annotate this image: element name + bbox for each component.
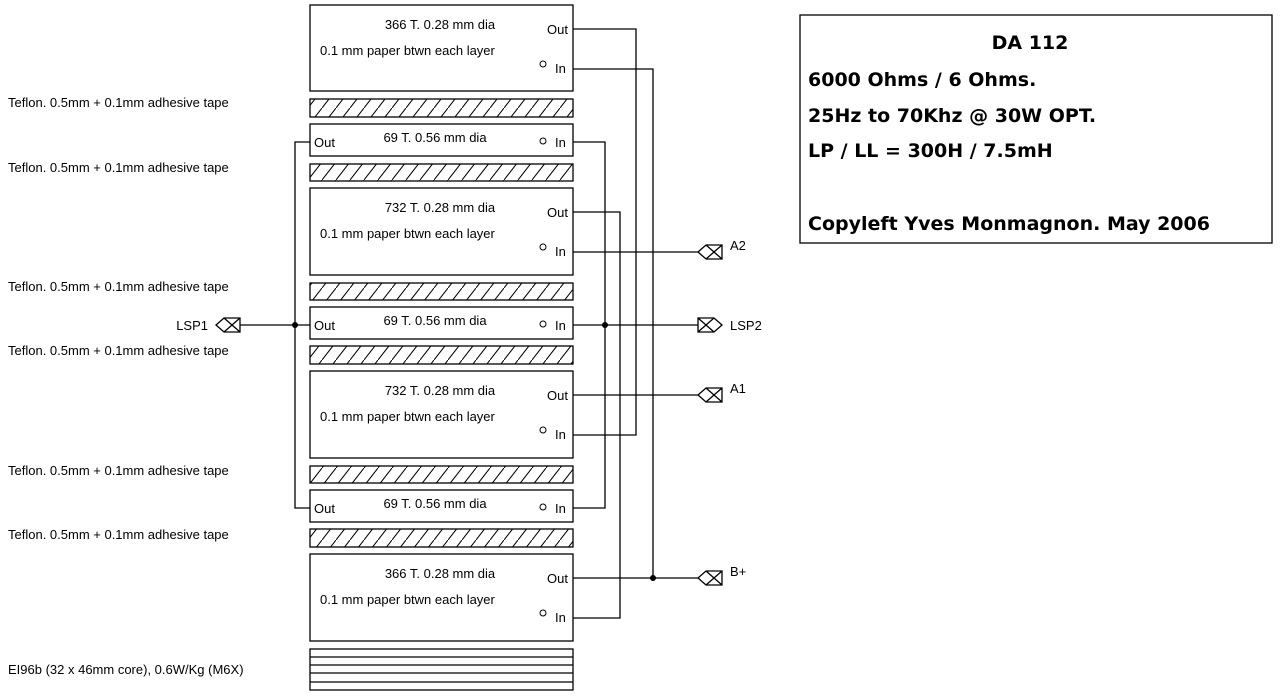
insulation-tape: Teflon. 0.5mm + 0.1mm adhesive tape — [8, 463, 574, 484]
core-lamination: EI96b (32 x 46mm core), 0.6W/Kg (M6X) — [8, 648, 574, 691]
title-block-impedance: 6000 Ohms / 6 Ohms. — [808, 69, 1036, 91]
winding-turns-label: 69 T. 0.56 mm dia — [383, 313, 487, 328]
wiring — [240, 28, 700, 619]
pin-in-label: In — [555, 318, 566, 333]
winding-s1: Out 69 T. 0.56 mm dia In — [309, 123, 574, 157]
winding-turns-label: 366 T. 0.28 mm dia — [385, 17, 496, 32]
winding-turns-label: 69 T. 0.56 mm dia — [383, 496, 487, 511]
pin-in-label: In — [555, 135, 566, 150]
winding-insulation-note: 0.1 mm paper btwn each layer — [320, 43, 496, 58]
winding-insulation-note: 0.1 mm paper btwn each layer — [320, 409, 496, 424]
title-block-title: DA 112 — [992, 32, 1069, 54]
connector-a1[interactable]: A1 — [697, 381, 746, 403]
polarity-dot-icon — [539, 503, 547, 511]
polarity-dot-icon — [539, 609, 547, 617]
pin-out-label: Out — [547, 22, 568, 37]
pin-out-label: Out — [314, 135, 335, 150]
winding-insulation-note: 0.1 mm paper btwn each layer — [320, 226, 496, 241]
pin-in-label: In — [555, 61, 566, 76]
title-block: DA 112 6000 Ohms / 6 Ohms. 25Hz to 70Khz… — [799, 14, 1273, 244]
core-label: EI96b (32 x 46mm core), 0.6W/Kg (M6X) — [8, 662, 244, 677]
pin-in-label: In — [555, 610, 566, 625]
junction-dot — [292, 322, 298, 328]
insulation-tape: Teflon. 0.5mm + 0.1mm adhesive tape — [8, 160, 574, 182]
insulation-label: Teflon. 0.5mm + 0.1mm adhesive tape — [8, 95, 229, 110]
connector-lsp2[interactable]: LSP2 — [697, 317, 762, 333]
winding-turns-label: 366 T. 0.28 mm dia — [385, 566, 496, 581]
winding-stack: 366 T. 0.28 mm dia 0.1 mm paper btwn each… — [8, 4, 574, 691]
junction-dot — [650, 575, 656, 581]
insulation-tape: Teflon. 0.5mm + 0.1mm adhesive tape — [8, 527, 574, 548]
winding-p3: 732 T. 0.28 mm dia 0.1 mm paper btwn each… — [309, 370, 574, 459]
polarity-dot-icon — [539, 320, 547, 328]
connector-a1-label: A1 — [730, 381, 746, 396]
insulation-label: Teflon. 0.5mm + 0.1mm adhesive tape — [8, 279, 229, 294]
insulation-tape: Teflon. 0.5mm + 0.1mm adhesive tape — [8, 95, 574, 118]
winding-s3: Out 69 T. 0.56 mm dia In — [309, 489, 574, 523]
polarity-dot-icon — [539, 60, 547, 68]
winding-p1: 366 T. 0.28 mm dia 0.1 mm paper btwn each… — [309, 4, 574, 92]
pin-out-label: Out — [547, 571, 568, 586]
polarity-dot-icon — [539, 426, 547, 434]
winding-turns-label: 69 T. 0.56 mm dia — [383, 130, 487, 145]
wire-p1-in-bplus — [573, 68, 654, 578]
connector-bplus[interactable]: B+ — [697, 564, 746, 586]
insulation-tape: Teflon. 0.5mm + 0.1mm adhesive tape — [8, 343, 574, 365]
connector-lsp1[interactable]: LSP1 — [176, 317, 241, 333]
winding-p2: 732 T. 0.28 mm dia 0.1 mm paper btwn each… — [309, 187, 574, 276]
pin-in-label: In — [555, 244, 566, 259]
title-block-copyright: Copyleft Yves Monmagnon. May 2006 — [808, 213, 1210, 235]
connector-a2-label: A2 — [730, 238, 746, 253]
pin-out-label: Out — [314, 501, 335, 516]
pin-in-label: In — [555, 427, 566, 442]
connector-lsp2-label: LSP2 — [730, 318, 762, 333]
pin-out-label: Out — [314, 318, 335, 333]
insulation-tape: Teflon. 0.5mm + 0.1mm adhesive tape — [8, 279, 574, 301]
winding-p4: 366 T. 0.28 mm dia 0.1 mm paper btwn each… — [309, 553, 574, 642]
pin-out-label: Out — [547, 205, 568, 220]
insulation-label: Teflon. 0.5mm + 0.1mm adhesive tape — [8, 463, 229, 478]
winding-turns-label: 732 T. 0.28 mm dia — [385, 383, 496, 398]
title-block-inductance: LP / LL = 300H / 7.5mH — [808, 140, 1053, 162]
connector-a2[interactable]: A2 — [697, 238, 746, 260]
connector-lsp1-label: LSP1 — [176, 318, 208, 333]
polarity-dot-icon — [539, 137, 547, 145]
winding-turns-label: 732 T. 0.28 mm dia — [385, 200, 496, 215]
pin-in-label: In — [555, 501, 566, 516]
wire-p2-out-p4-in — [573, 211, 621, 619]
junction-dot — [602, 322, 608, 328]
winding-s2: Out 69 T. 0.56 mm dia In — [309, 306, 574, 340]
insulation-label: Teflon. 0.5mm + 0.1mm adhesive tape — [8, 343, 229, 358]
pin-out-label: Out — [547, 388, 568, 403]
insulation-label: Teflon. 0.5mm + 0.1mm adhesive tape — [8, 527, 229, 542]
winding-insulation-note: 0.1 mm paper btwn each layer — [320, 592, 496, 607]
title-block-bandwidth: 25Hz to 70Khz @ 30W OPT. — [808, 105, 1096, 127]
polarity-dot-icon — [539, 243, 547, 251]
insulation-label: Teflon. 0.5mm + 0.1mm adhesive tape — [8, 160, 229, 175]
connector-bplus-label: B+ — [730, 564, 746, 579]
